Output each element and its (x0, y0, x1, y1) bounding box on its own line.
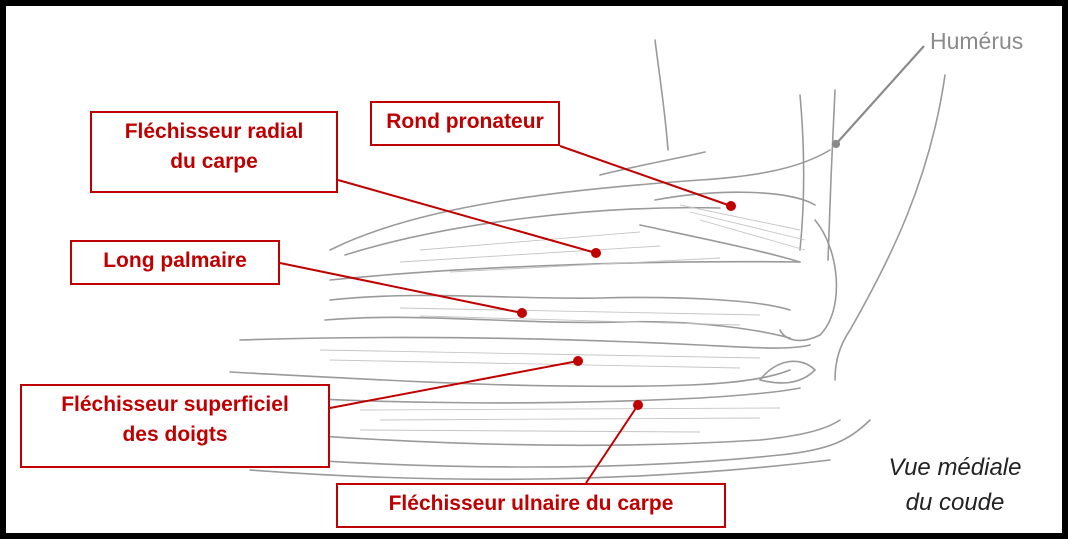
humerus-shaft-right (835, 75, 945, 380)
forearm-lower-contour (240, 420, 870, 467)
dot-humerus (833, 141, 839, 147)
label-rond-pronateur: Rond pronateur (370, 101, 560, 146)
label-flechisseur-radial: Fléchisseur radial du carpe (90, 111, 338, 193)
label-flechisseur-ulnaire-text: Fléchisseur ulnaire du carpe (346, 489, 716, 519)
humerus-shaft-left (800, 95, 804, 250)
dot-flechisseur-ulnaire (634, 401, 642, 409)
leader-humerus (836, 46, 924, 144)
dot-long-palmaire (518, 309, 526, 317)
pl-lower (325, 317, 790, 338)
forearm-bottom (250, 460, 830, 479)
pronator-lower (640, 225, 800, 262)
label-long-palmaire-text: Long palmaire (80, 246, 270, 276)
view-caption-line1: Vue médiale (860, 450, 1050, 485)
arm-upper-contour-2 (600, 152, 705, 175)
label-flechisseur-radial-line2: du carpe (100, 147, 328, 177)
leader-flechisseur-ulnaire (586, 405, 638, 483)
label-rond-pronateur-text: Rond pronateur (380, 107, 550, 137)
shoulder-line (655, 40, 668, 150)
leader-flechisseur-superficiel (330, 361, 578, 408)
humerus-shaft-mid (828, 90, 835, 260)
label-flechisseur-radial-line1: Fléchisseur radial (100, 117, 328, 147)
label-flechisseur-ulnaire: Fléchisseur ulnaire du carpe (336, 483, 726, 528)
label-flechisseur-superficiel-line2: des doigts (30, 420, 320, 450)
fds-upper (240, 338, 810, 349)
view-caption-line2: du coude (860, 485, 1050, 520)
label-flechisseur-superficiel: Fléchisseur superficiel des doigts (20, 384, 330, 468)
view-caption: Vue médiale du coude (860, 450, 1050, 520)
label-humerus: Humérus (930, 28, 1023, 55)
fcu-lower (240, 420, 840, 445)
fcr-upper (345, 208, 720, 255)
olecranon (760, 361, 815, 383)
leader-rond-pronateur (560, 146, 731, 206)
label-flechisseur-superficiel-line1: Fléchisseur superficiel (30, 390, 320, 420)
dot-flechisseur-radial (592, 249, 600, 257)
fcr-lower (330, 262, 800, 280)
dot-rond-pronateur (727, 202, 735, 210)
label-long-palmaire: Long palmaire (70, 240, 280, 285)
pl-upper (330, 295, 790, 310)
leader-flechisseur-radial (338, 180, 596, 253)
dot-flechisseur-superficiel (574, 357, 582, 365)
arm-upper-contour (330, 150, 830, 250)
medial-epicondyle (780, 220, 836, 340)
